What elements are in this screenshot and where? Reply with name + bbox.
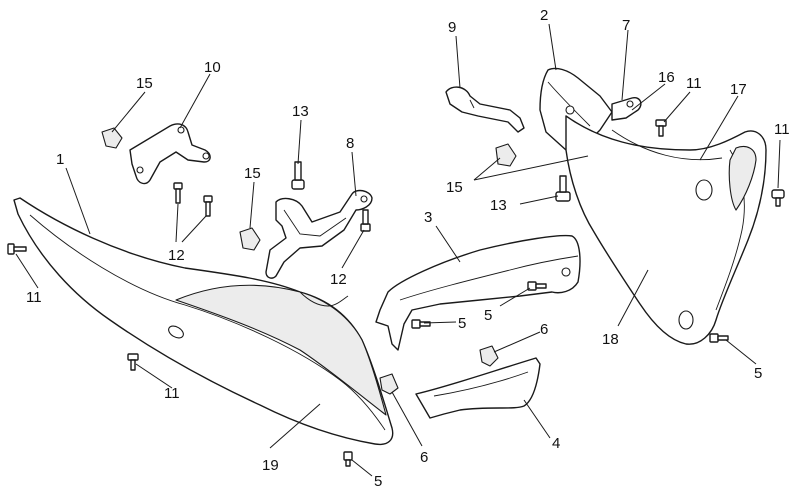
callout-15-a: 15 <box>136 75 153 92</box>
callout-7: 7 <box>622 17 630 34</box>
side-fairing-18 <box>565 115 767 345</box>
callout-15-b: 15 <box>244 165 261 182</box>
screw-11-d <box>771 189 785 207</box>
callout-5-a: 5 <box>458 315 466 332</box>
clip-nut-6-b <box>479 345 499 367</box>
callout-12-a: 12 <box>168 247 185 264</box>
screw-12-c <box>360 209 371 232</box>
callout-19: 19 <box>262 457 279 474</box>
bracket-10 <box>129 123 211 185</box>
callout-18: 18 <box>602 331 619 348</box>
screw-12-a <box>173 182 183 204</box>
callout-5-d: 5 <box>374 473 382 490</box>
callout-11-a: 11 <box>26 289 42 306</box>
callout-16: 16 <box>658 69 675 86</box>
callout-1: 1 <box>56 151 64 168</box>
inner-panel-3 <box>375 234 581 351</box>
callout-2: 2 <box>540 7 548 24</box>
callout-13-b: 13 <box>490 197 507 214</box>
callout-6-b: 6 <box>420 449 428 466</box>
callout-labels: 1 2 3 4 5 5 5 5 6 6 7 8 9 10 11 11 11 11… <box>26 7 790 490</box>
callout-5-b: 5 <box>484 307 492 324</box>
callout-17: 17 <box>730 81 747 98</box>
bracket-8 <box>265 189 373 279</box>
screw-5-a <box>411 319 431 329</box>
callout-11-d: 11 <box>774 121 790 138</box>
callout-4: 4 <box>552 435 560 452</box>
screw-13-a <box>291 161 305 190</box>
screw-11-b <box>127 353 139 371</box>
clip-nut-15-c <box>495 143 517 167</box>
callout-3: 3 <box>424 209 432 226</box>
callout-8: 8 <box>346 135 354 152</box>
callout-11-b: 11 <box>164 385 180 402</box>
leader-lines <box>15 23 781 477</box>
callout-10: 10 <box>204 59 221 76</box>
screw-13-b <box>555 175 571 202</box>
lower-belly-panel-19 <box>13 197 394 446</box>
bracket-9 <box>445 86 525 133</box>
screw-12-b <box>203 195 213 217</box>
screw-5-c <box>709 333 729 343</box>
callout-11-c: 11 <box>686 75 702 92</box>
clip-nut-15-a <box>101 127 123 149</box>
callout-9: 9 <box>448 19 456 36</box>
callout-12-b: 12 <box>330 271 347 288</box>
screw-11-a <box>7 243 27 255</box>
clip-nut-6-a <box>379 373 399 395</box>
callout-13-a: 13 <box>292 103 309 120</box>
callout-6-a: 6 <box>540 321 548 338</box>
screw-11-c <box>655 119 667 137</box>
callout-15-c: 15 <box>446 179 463 196</box>
clip-nut-15-b <box>239 227 261 251</box>
lower-panel-4 <box>415 357 541 419</box>
callout-5-c: 5 <box>754 365 762 382</box>
screw-5-d <box>343 451 353 467</box>
